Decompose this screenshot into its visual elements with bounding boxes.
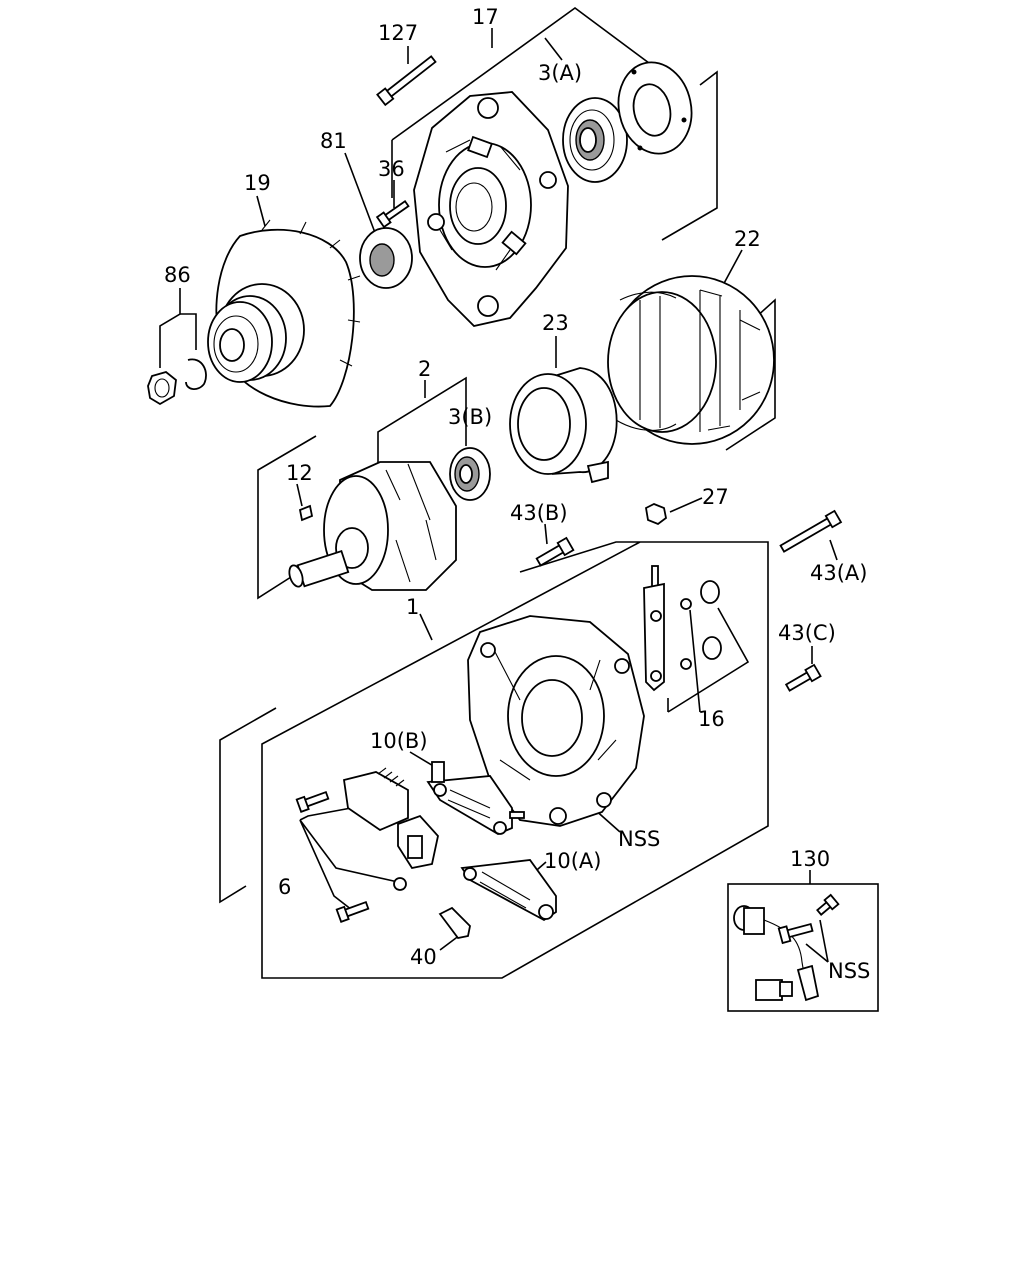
label-16: 16	[698, 707, 725, 731]
label-19: 19	[244, 171, 271, 195]
rotor-2	[288, 461, 457, 591]
assembly-130-box	[727, 883, 879, 1012]
bolt-43c	[784, 663, 822, 692]
washer-6	[393, 877, 407, 891]
nut-washer-86	[147, 358, 207, 406]
screw-6a	[295, 790, 330, 813]
collar-81	[359, 227, 413, 289]
label-17: 17	[472, 5, 499, 29]
label-2: 2	[418, 357, 431, 381]
screw-36	[375, 199, 410, 229]
bearing-3b	[449, 447, 491, 501]
screw-6b	[335, 900, 370, 923]
rectifier-10b	[426, 761, 525, 836]
label-27: 27	[702, 485, 729, 509]
label-127: 127	[378, 21, 418, 45]
label-23: 23	[542, 311, 569, 335]
rectifier-10a	[460, 859, 557, 922]
label-nss-2: NSS	[828, 959, 870, 983]
rear-housing-1	[467, 615, 645, 827]
bolt-43a	[779, 509, 843, 553]
label-12: 12	[286, 461, 313, 485]
label-43b: 43(B)	[510, 501, 568, 525]
label-3b: 3(B)	[448, 405, 492, 429]
label-3a: 3(A)	[538, 61, 582, 85]
key-12	[298, 504, 314, 522]
part-labels: 127 17 3(A) 81 36 19 22 86 23 2 3(B) 12 …	[164, 5, 870, 983]
stator-22	[607, 275, 775, 445]
label-86: 86	[164, 263, 191, 287]
sensor-assembly-130	[733, 893, 840, 1002]
bearing-3a	[562, 97, 628, 183]
frame-17	[413, 91, 569, 327]
terminal-plate	[643, 565, 722, 692]
terminal-40	[438, 906, 471, 939]
nut-27	[645, 503, 667, 526]
label-81: 81	[320, 129, 347, 153]
label-10b: 10(B)	[370, 729, 428, 753]
plate-gasket	[617, 61, 693, 155]
label-1: 1	[406, 595, 419, 619]
label-6: 6	[278, 875, 291, 899]
label-43a: 43(A)	[810, 561, 867, 585]
sleeve-23	[509, 367, 618, 484]
label-130: 130	[790, 847, 830, 871]
pulley-fan-19	[207, 219, 361, 408]
label-36: 36	[378, 157, 405, 181]
bolt-127	[376, 55, 437, 107]
leader-lines	[159, 7, 838, 979]
label-40: 40	[410, 945, 437, 969]
bolt-43b	[535, 536, 575, 567]
label-nss-1: NSS	[618, 827, 660, 851]
label-10a: 10(A)	[544, 849, 601, 873]
label-43c: 43(C)	[778, 621, 836, 645]
regulator-6	[342, 767, 439, 870]
label-22: 22	[734, 227, 761, 251]
